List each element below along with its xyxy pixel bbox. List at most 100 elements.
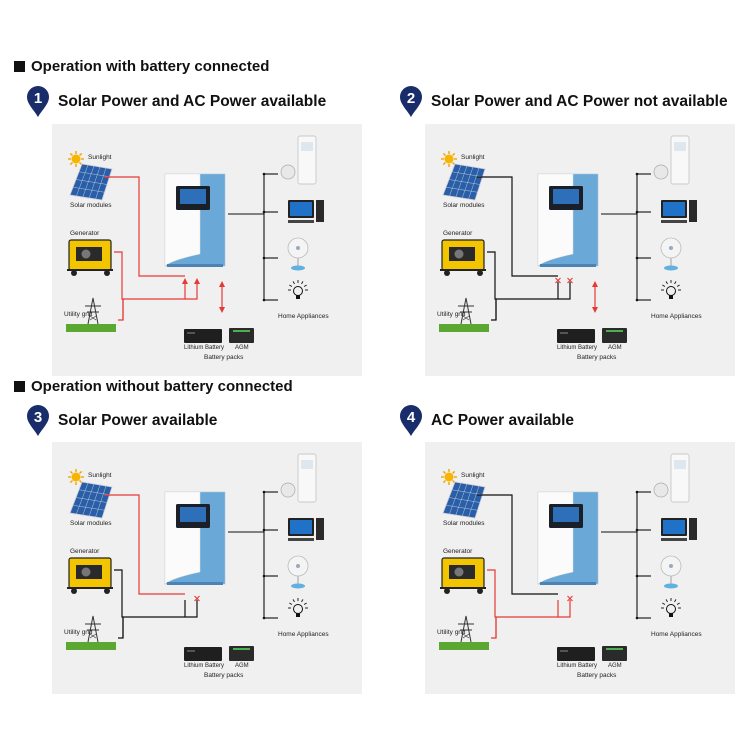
label-home-appliances: Home Appliances (651, 313, 702, 320)
air-conditioner-icon (654, 136, 689, 184)
label-lithium-battery: Lithium Battery (557, 345, 597, 351)
label-home-appliances: Home Appliances (278, 313, 329, 320)
label-generator: Generator (70, 230, 99, 237)
section-title-text: Operation without battery connected (31, 378, 293, 395)
label-lithium-battery: Lithium Battery (184, 345, 224, 351)
battery-arrow-icon (592, 281, 598, 313)
number-pin-icon: 3 (26, 405, 50, 437)
label-sunlight: Sunlight (88, 472, 112, 479)
label-generator: Generator (443, 230, 472, 237)
grid-connection-line (118, 617, 123, 638)
scenario-heading-3: 3 Solar Power available (26, 405, 217, 437)
section-title-text: Operation with battery connected (31, 58, 269, 75)
fan-icon (661, 556, 681, 589)
solar-panel-icon (70, 164, 112, 200)
air-conditioner-icon (654, 454, 689, 502)
label-solar-modules: Solar modules (443, 520, 485, 527)
solar-panel-icon (443, 164, 485, 200)
label-home-appliances: Home Appliances (651, 631, 702, 638)
agm-battery-icon (229, 646, 254, 661)
fan-icon (661, 238, 681, 271)
label-sunlight: Sunlight (461, 154, 485, 161)
label-generator: Generator (70, 548, 99, 555)
generator-icon (440, 558, 486, 594)
label-utility-grid: Utility grid (437, 311, 466, 318)
light-bulb-icon (661, 280, 681, 299)
scenario-number: 2 (407, 90, 415, 107)
label-battery-packs: Battery packs (204, 672, 243, 679)
air-conditioner-icon (281, 454, 316, 502)
grid-connection-line (118, 299, 123, 320)
number-pin-icon: 1 (26, 86, 50, 118)
inverter-icon (538, 492, 598, 585)
label-battery-packs: Battery packs (204, 354, 243, 361)
label-lithium-battery: Lithium Battery (557, 663, 597, 669)
battery-arrow-icon (219, 281, 225, 313)
label-agm: AGM (608, 663, 622, 669)
label-sunlight: Sunlight (461, 472, 485, 479)
section-title-battery: Operation with battery connected (14, 58, 269, 75)
scenario-title: Solar Power and AC Power available (58, 93, 326, 111)
label-utility-grid: Utility grid (64, 629, 93, 636)
scenario-title: Solar Power and AC Power not available (431, 93, 728, 111)
label-agm: AGM (235, 663, 249, 669)
number-pin-icon: 2 (399, 86, 423, 118)
scenario-heading-4: 4 AC Power available (399, 405, 574, 437)
fan-icon (288, 238, 308, 271)
generator-icon (67, 240, 113, 276)
label-home-appliances: Home Appliances (278, 631, 329, 638)
lithium-battery-icon (557, 647, 595, 661)
label-battery-packs: Battery packs (577, 672, 616, 679)
label-solar-modules: Solar modules (70, 520, 112, 527)
grid-connection-line (491, 617, 496, 638)
fan-icon (288, 556, 308, 589)
label-utility-grid: Utility grid (64, 311, 93, 318)
lithium-battery-icon (557, 329, 595, 343)
generator-icon (440, 240, 486, 276)
computer-icon (288, 200, 324, 223)
grid-connection-line (491, 299, 496, 320)
scenario-title: Solar Power available (58, 412, 217, 430)
input-arrow-icon (194, 278, 200, 284)
label-agm: AGM (608, 345, 622, 351)
number-pin-icon: 4 (399, 405, 423, 437)
label-solar-modules: Solar modules (443, 202, 485, 209)
generator-icon (67, 558, 113, 594)
computer-icon (661, 518, 697, 541)
lithium-battery-icon (184, 329, 222, 343)
light-bulb-icon (661, 598, 681, 617)
scenario-number: 4 (407, 409, 416, 426)
solar-panel-icon (443, 482, 485, 518)
computer-icon (661, 200, 697, 223)
square-bullet-icon (14, 61, 25, 72)
label-solar-modules: Solar modules (70, 202, 112, 209)
inverter-icon (538, 174, 598, 267)
light-bulb-icon (288, 598, 308, 617)
lithium-battery-icon (184, 647, 222, 661)
label-battery-packs: Battery packs (577, 354, 616, 361)
label-utility-grid: Utility grid (437, 629, 466, 636)
agm-battery-icon (602, 328, 627, 343)
agm-battery-icon (602, 646, 627, 661)
input-arrow-icon (182, 278, 188, 284)
label-generator: Generator (443, 548, 472, 555)
inverter-icon (165, 492, 225, 585)
scenario-heading-2: 2 Solar Power and AC Power not available (399, 86, 728, 118)
scenario-title: AC Power available (431, 412, 574, 430)
label-lithium-battery: Lithium Battery (184, 663, 224, 669)
air-conditioner-icon (281, 136, 316, 184)
light-bulb-icon (288, 280, 308, 299)
solar-panel-icon (70, 482, 112, 518)
label-agm: AGM (235, 345, 249, 351)
square-bullet-icon (14, 381, 25, 392)
computer-icon (288, 518, 324, 541)
section-title-no-battery: Operation without battery connected (14, 378, 293, 395)
scenario-number: 3 (34, 409, 42, 426)
agm-battery-icon (229, 328, 254, 343)
scenario-heading-1: 1 Solar Power and AC Power available (26, 86, 326, 118)
inverter-icon (165, 174, 225, 267)
